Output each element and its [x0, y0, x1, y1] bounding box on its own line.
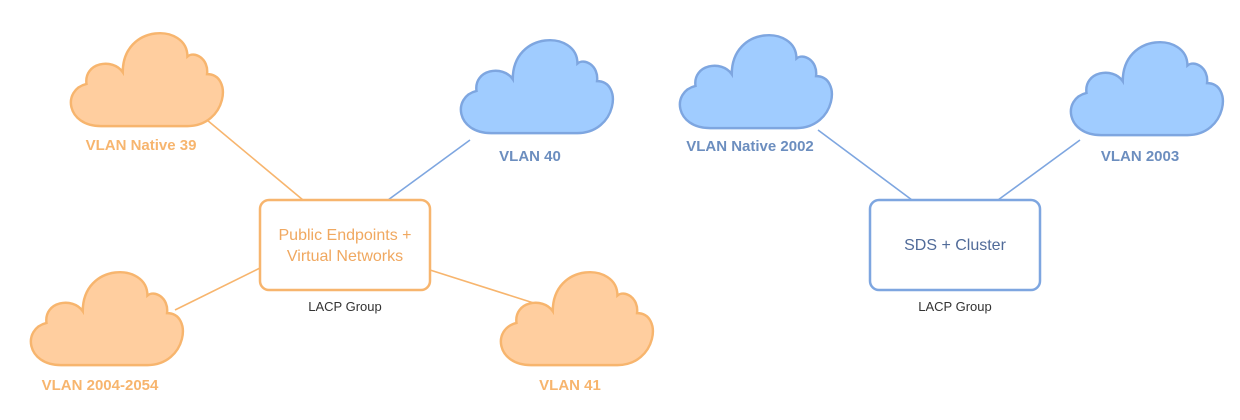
- connector-vlan2004-to-public-box: [174, 267, 261, 311]
- box-outline: [868, 198, 1042, 292]
- public-endpoints-box[interactable]: Public Endpoints + Virtual Networks: [258, 198, 432, 292]
- cloud-vlan-2003[interactable]: VLAN 2003: [1069, 40, 1225, 165]
- cloud-label-vlan-41: VLAN 41: [539, 377, 601, 394]
- connector-vlan41-to-public-box: [429, 269, 541, 306]
- cloud-label-vlan-native-39: VLAN Native 39: [86, 137, 197, 154]
- cloud-icon: [499, 270, 655, 367]
- box-outline: [258, 198, 432, 292]
- cloud-icon: [1069, 40, 1225, 137]
- connector-vlan40-to-public-box: [387, 139, 471, 201]
- connector-native39-to-public-box: [206, 119, 304, 201]
- cloud-icon: [678, 33, 834, 130]
- cloud-vlan-native-39[interactable]: VLAN Native 39: [69, 31, 225, 154]
- cloud-label-vlan-native-2002: VLAN Native 2002: [686, 138, 814, 155]
- box-label-line2: Virtual Networks: [287, 248, 403, 265]
- cloud-icon: [69, 31, 225, 128]
- cloud-vlan-40[interactable]: VLAN 40: [459, 38, 615, 165]
- cloud-icon: [459, 38, 615, 135]
- box-label-line1: Public Endpoints +: [279, 227, 412, 244]
- connector-native2002-to-sds-box: [817, 129, 913, 201]
- cloud-vlan-41[interactable]: VLAN 41: [499, 270, 655, 394]
- cloud-vlan-native-2002[interactable]: VLAN Native 2002: [678, 33, 834, 155]
- connector-vlan2003-to-sds-box: [997, 139, 1081, 201]
- cloud-label-vlan-2004-2054: VLAN 2004-2054: [42, 377, 159, 394]
- lacp-group-label-left: LACP Group: [308, 299, 381, 314]
- box-label-sds-cluster: SDS + Cluster: [904, 237, 1006, 254]
- cloud-label-vlan-2003: VLAN 2003: [1101, 148, 1179, 165]
- cloud-icon: [29, 270, 185, 367]
- cloud-label-vlan-40: VLAN 40: [499, 148, 561, 165]
- lacp-group-label-right: LACP Group: [918, 299, 991, 314]
- cloud-vlan-2004-2054[interactable]: VLAN 2004-2054: [29, 270, 185, 394]
- connectors: [174, 119, 1081, 311]
- sds-cluster-box[interactable]: SDS + Cluster: [868, 198, 1042, 292]
